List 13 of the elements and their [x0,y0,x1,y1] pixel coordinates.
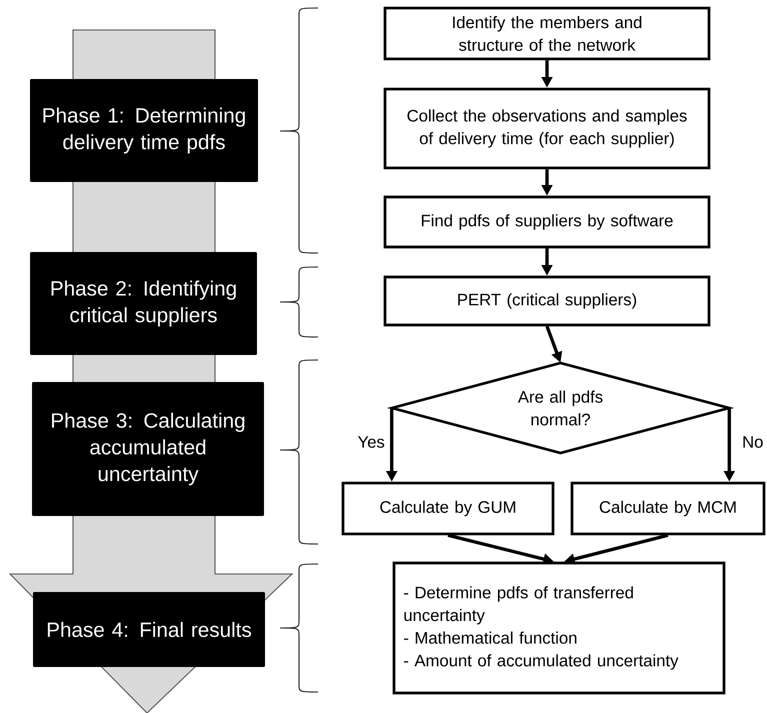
process-box: Find pdfs of suppliers by software [384,196,710,248]
process-box: Collect the observations and samples of delivery time (for each supplier) [384,88,710,170]
phase-box: Phase 4: Final results [33,592,265,667]
phase-box: Phase 3: Calculating accumulated uncertainty [32,382,264,516]
process-box: Calculate by MCM [570,482,766,536]
process-box: Calculate by GUM [342,482,554,536]
phase-box: Phase 2: Identifying critical suppliers [30,252,257,355]
edge-label: No [743,436,763,448]
phase-box: Phase 1: Determining delivery time pdfs [30,79,258,182]
process-box: - Determine pdfs of transferred uncertainty - Mathematical function - Amount of accumulated uncertainty [392,562,726,694]
process-box: Identify the members and structure of the network [384,6,710,60]
edge-label: Yes [358,436,384,448]
process-box: PERT (critical suppliers) [384,276,710,326]
